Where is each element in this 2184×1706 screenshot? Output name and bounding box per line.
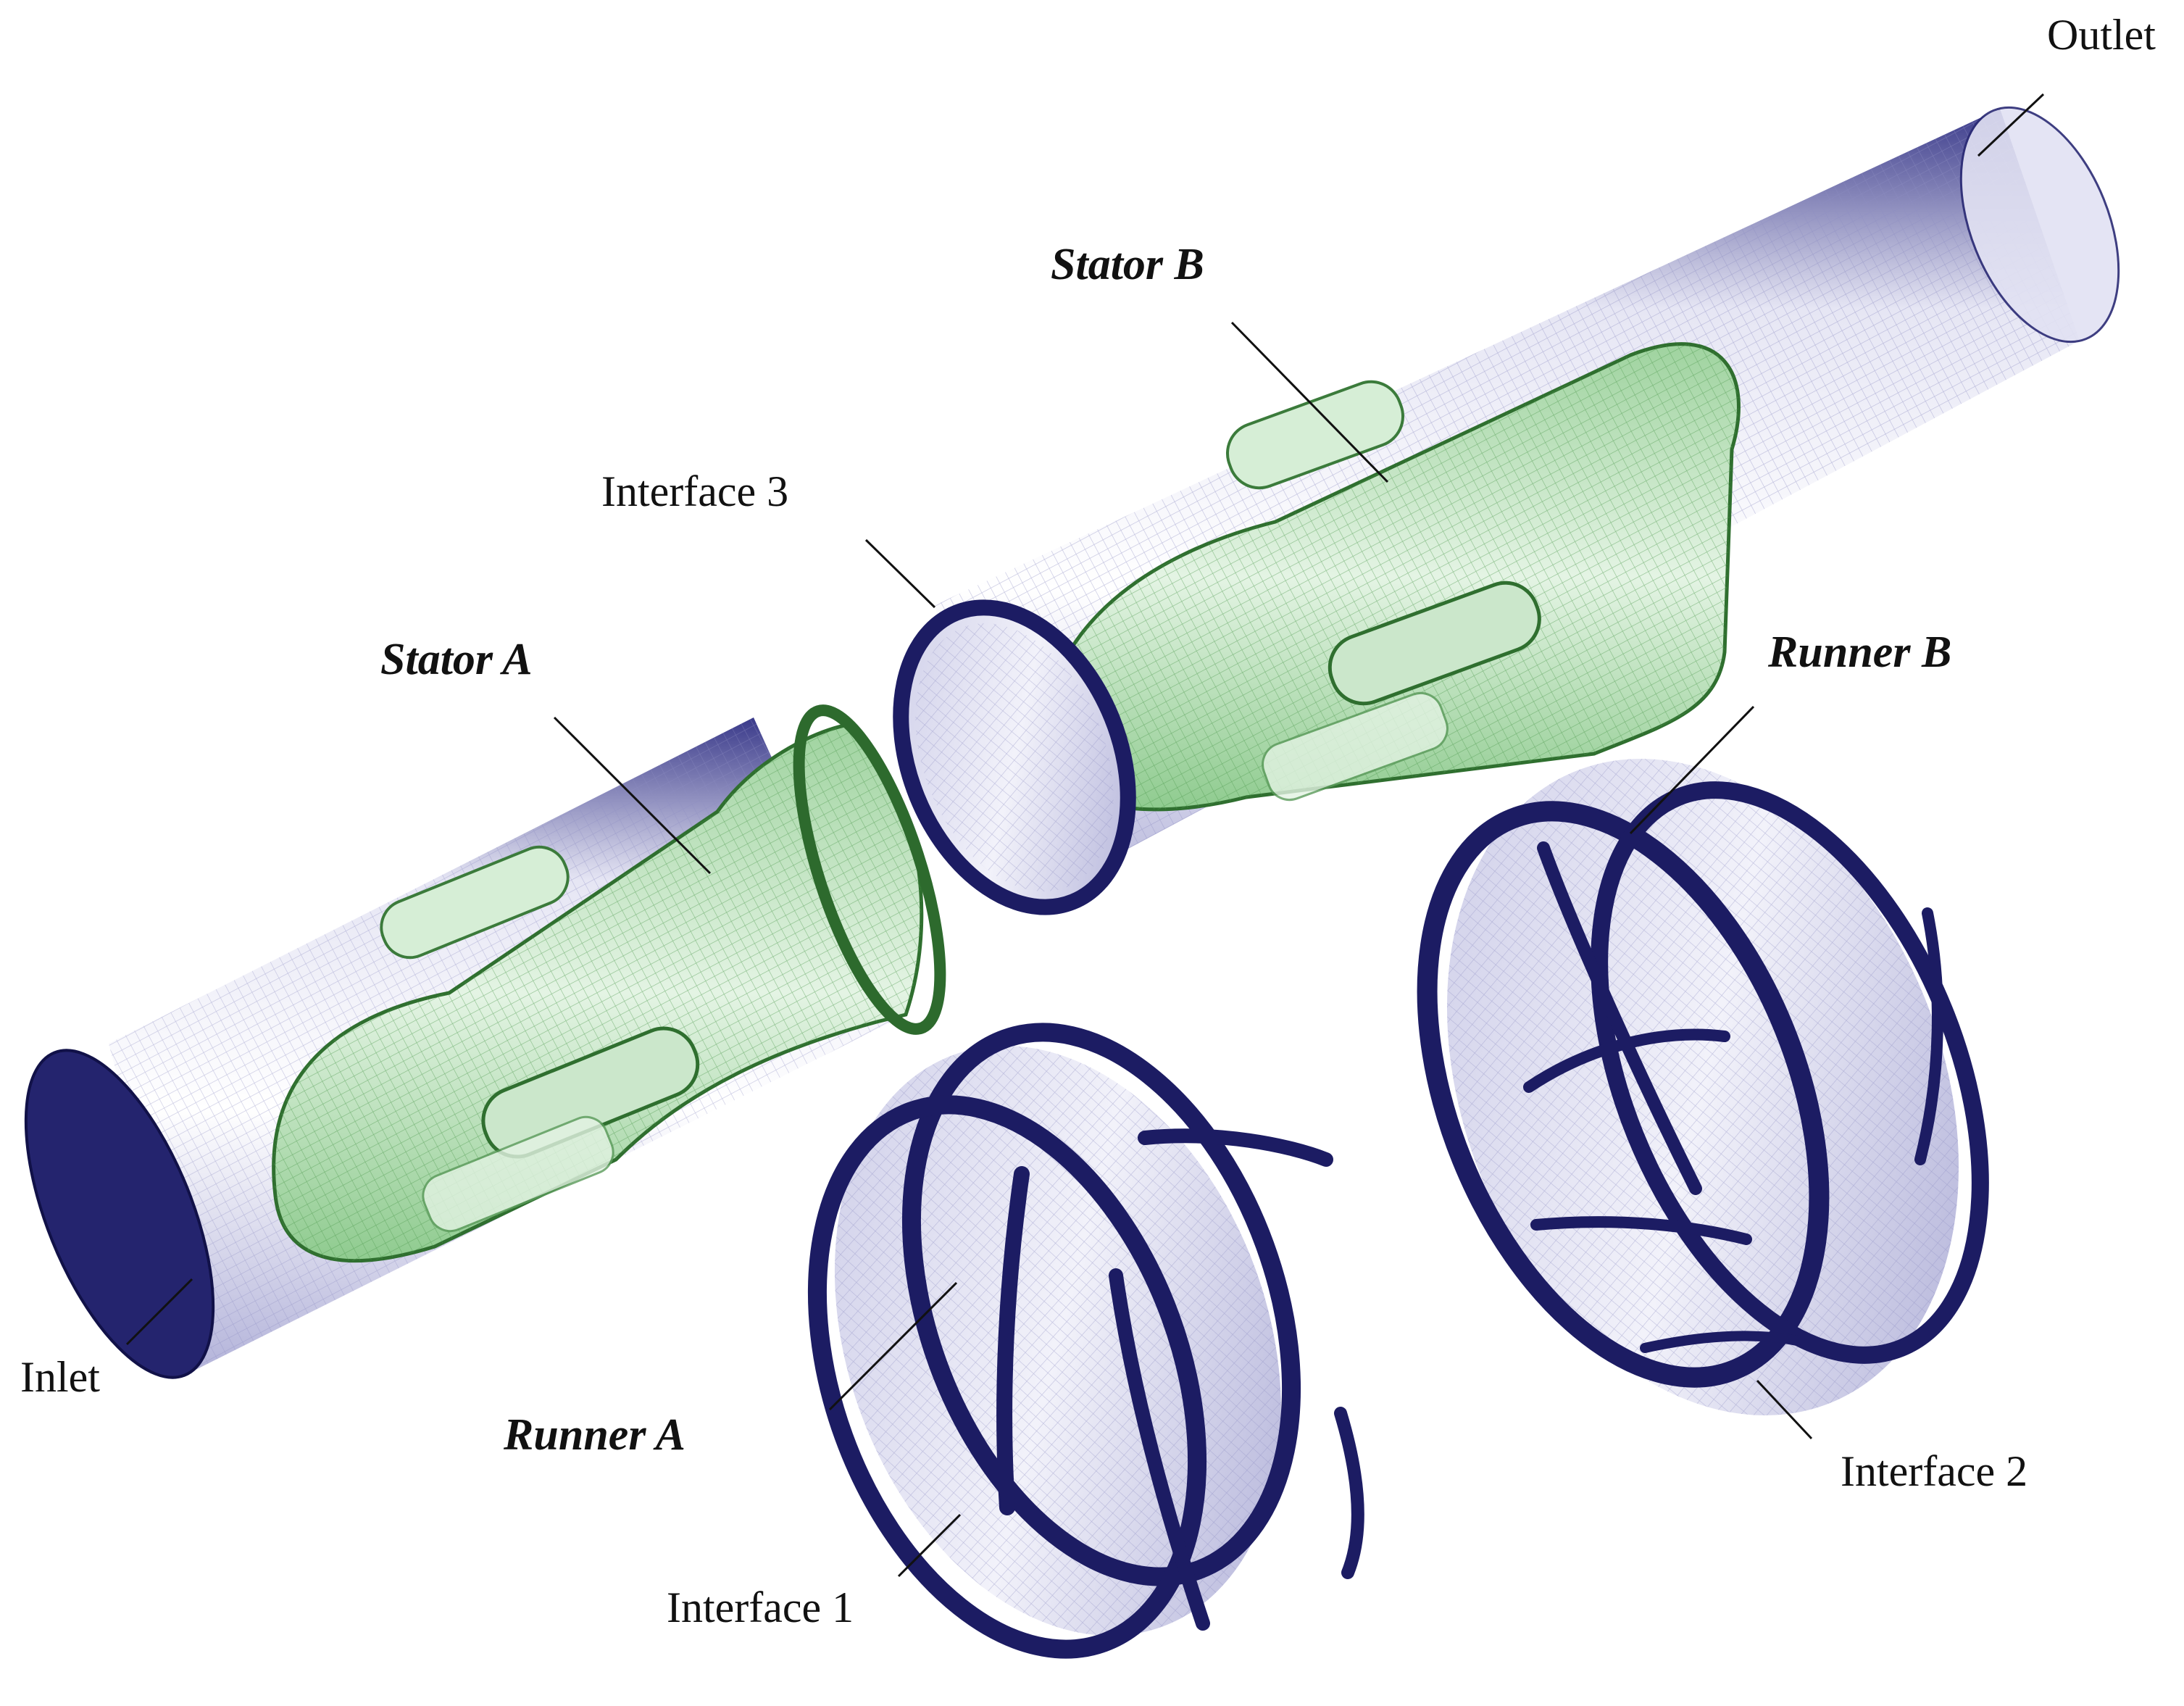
runner-b-blade-2 xyxy=(1523,1028,1730,1093)
stator-b-vane-mid xyxy=(1328,581,1541,706)
label-inlet: Inlet xyxy=(20,1353,100,1401)
runner-a-blade-2 xyxy=(1109,1268,1210,1631)
runner-a xyxy=(807,1023,1364,1659)
leader-stator-a xyxy=(553,716,712,875)
label-runner-a: Runner A xyxy=(503,1410,685,1460)
runner-a-blade-1 xyxy=(996,1166,1030,1515)
runner-a-blade-4 xyxy=(1334,1407,1364,1579)
leader-interface-1 xyxy=(897,1513,962,1578)
runner-b-front-ring xyxy=(1417,801,1830,1388)
leader-interface-3 xyxy=(864,538,936,609)
label-runner-b: Runner B xyxy=(1767,628,1951,677)
runner-b-blade-3 xyxy=(1530,1216,1752,1245)
leader-outlet xyxy=(1977,93,2045,157)
interface-1-ring xyxy=(807,1095,1207,1659)
interface-2-ring xyxy=(1591,781,1989,1364)
inlet-face xyxy=(24,1049,215,1379)
stator-b-vane-bottom xyxy=(1262,691,1449,802)
leader-lines xyxy=(125,93,2045,1578)
runner-b xyxy=(1417,759,1989,1415)
stator-a-vane-top xyxy=(380,845,570,960)
leader-inlet xyxy=(125,1278,193,1346)
runner-b-blade-5 xyxy=(1914,907,1943,1165)
stator-b-body xyxy=(1041,342,1741,812)
leader-runner-a xyxy=(828,1281,958,1411)
leader-runner-b xyxy=(1629,705,1755,835)
runner-a-blade-3 xyxy=(1138,1128,1333,1167)
label-interface-3: Interface 3 xyxy=(601,467,788,515)
stator-a-vane-bottom xyxy=(422,1115,614,1233)
leader-interface-2 xyxy=(1756,1379,1813,1440)
runner-b-blade-1 xyxy=(1537,841,1702,1195)
leader-stator-b xyxy=(1230,321,1389,483)
label-stator-b: Stator B xyxy=(1051,240,1204,289)
stator-a-flange xyxy=(793,704,946,1035)
label-outlet: Outlet xyxy=(2047,11,2156,59)
label-interface-2: Interface 2 xyxy=(1841,1447,2027,1495)
label-stator-a: Stator A xyxy=(380,635,533,684)
stator-b-vane-top xyxy=(1225,380,1405,490)
stator-a-body xyxy=(272,704,946,1263)
label-interface-1: Interface 1 xyxy=(667,1584,854,1631)
runner-a-back-ring xyxy=(901,1023,1301,1586)
runner-b-blade-4 xyxy=(1640,1331,1802,1353)
